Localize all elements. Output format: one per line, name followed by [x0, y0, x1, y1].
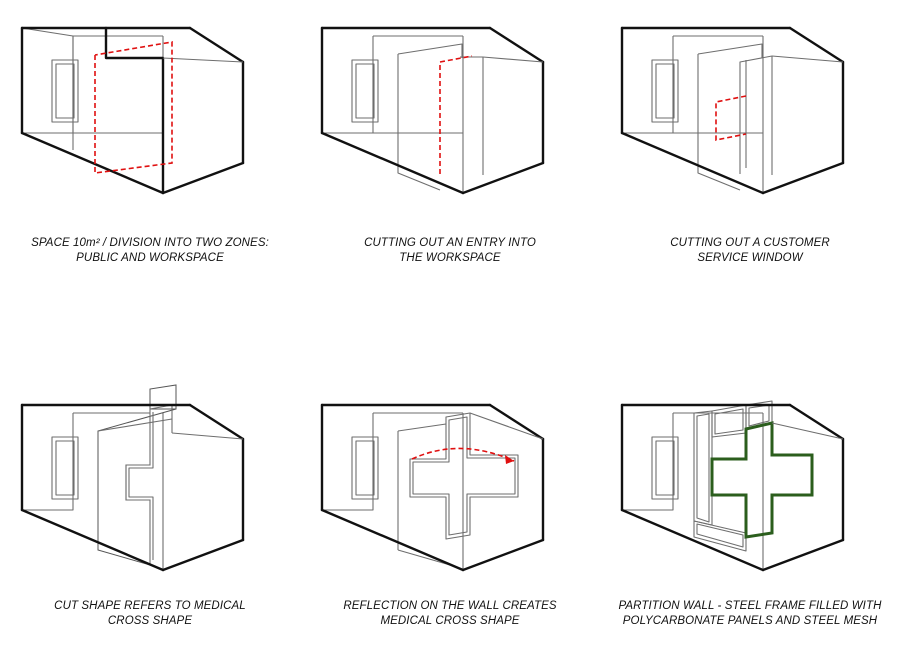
medical-cross-shape	[409, 412, 519, 540]
caption-3: CUTTING OUT A CUSTOMER SERVICE WINDOW	[600, 236, 900, 266]
caption-4-line2: CROSS SHAPE	[107, 615, 193, 627]
room-axonometric-5	[320, 403, 545, 572]
diagram-panel-1: SPACE 10m² / DIVISION INTO TWO ZONES: PU…	[0, 0, 300, 325]
caption-1: SPACE 10m² / DIVISION INTO TWO ZONES: PU…	[0, 236, 300, 266]
room-axonometric-4	[20, 384, 245, 572]
caption-2: CUTTING OUT AN ENTRY INTO THE WORKSPACE	[300, 236, 600, 266]
diagram-panel-6: PARTITION WALL - STEEL FRAME FILLED WITH…	[600, 325, 900, 650]
caption-3-line2: SERVICE WINDOW	[697, 252, 803, 264]
diagram-panel-4: CUT SHAPE REFERS TO MEDICAL CROSS SHAPE	[0, 325, 300, 650]
caption-2-line2: THE WORKSPACE	[399, 252, 501, 264]
caption-6: PARTITION WALL - STEEL FRAME FILLED WITH…	[600, 599, 900, 629]
steel-frame	[693, 400, 773, 552]
diagram-panel-3: CUTTING OUT A CUSTOMER SERVICE WINDOW	[600, 0, 900, 325]
caption-5-line2: MEDICAL CROSS SHAPE	[380, 615, 520, 627]
room-axonometric-1	[20, 26, 245, 195]
caption-6-line1: PARTITION WALL - STEEL FRAME FILLED WITH	[618, 600, 882, 612]
window-icon	[51, 436, 79, 500]
polycarbonate-cross-frame	[710, 421, 814, 539]
division-outline	[94, 41, 173, 174]
service-window-outline	[715, 95, 747, 141]
caption-5-line1: REFLECTION ON THE WALL CREATES	[343, 600, 557, 612]
window-icon	[351, 436, 379, 500]
caption-2-line1: CUTTING OUT AN ENTRY INTO	[364, 237, 536, 249]
caption-4: CUT SHAPE REFERS TO MEDICAL CROSS SHAPE	[0, 599, 300, 629]
arrow-head-icon	[505, 455, 514, 464]
window-icon	[651, 59, 679, 123]
room-axonometric-3	[620, 26, 845, 195]
reflection-arc	[411, 447, 515, 462]
caption-1-line2: PUBLIC AND WORKSPACE	[76, 252, 224, 264]
room-axonometric-6	[620, 400, 845, 572]
caption-3-line1: CUTTING OUT A CUSTOMER	[670, 237, 830, 249]
caption-4-line1: CUT SHAPE REFERS TO MEDICAL	[54, 600, 246, 612]
medical-cross-cut	[97, 384, 177, 566]
window-icon	[651, 436, 679, 500]
window-icon	[351, 59, 379, 123]
window-icon	[51, 59, 79, 123]
caption-1-line1: SPACE 10m² / DIVISION INTO TWO ZONES:	[31, 237, 269, 249]
diagram-panel-2: CUTTING OUT AN ENTRY INTO THE WORKSPACE	[300, 0, 600, 325]
caption-6-line2: POLYCARBONATE PANELS AND STEEL MESH	[622, 615, 878, 627]
caption-5: REFLECTION ON THE WALL CREATES MEDICAL C…	[300, 599, 600, 629]
diagram-panel-5: REFLECTION ON THE WALL CREATES MEDICAL C…	[300, 325, 600, 650]
room-axonometric-2	[320, 26, 545, 195]
entry-cut-outline	[439, 55, 473, 174]
